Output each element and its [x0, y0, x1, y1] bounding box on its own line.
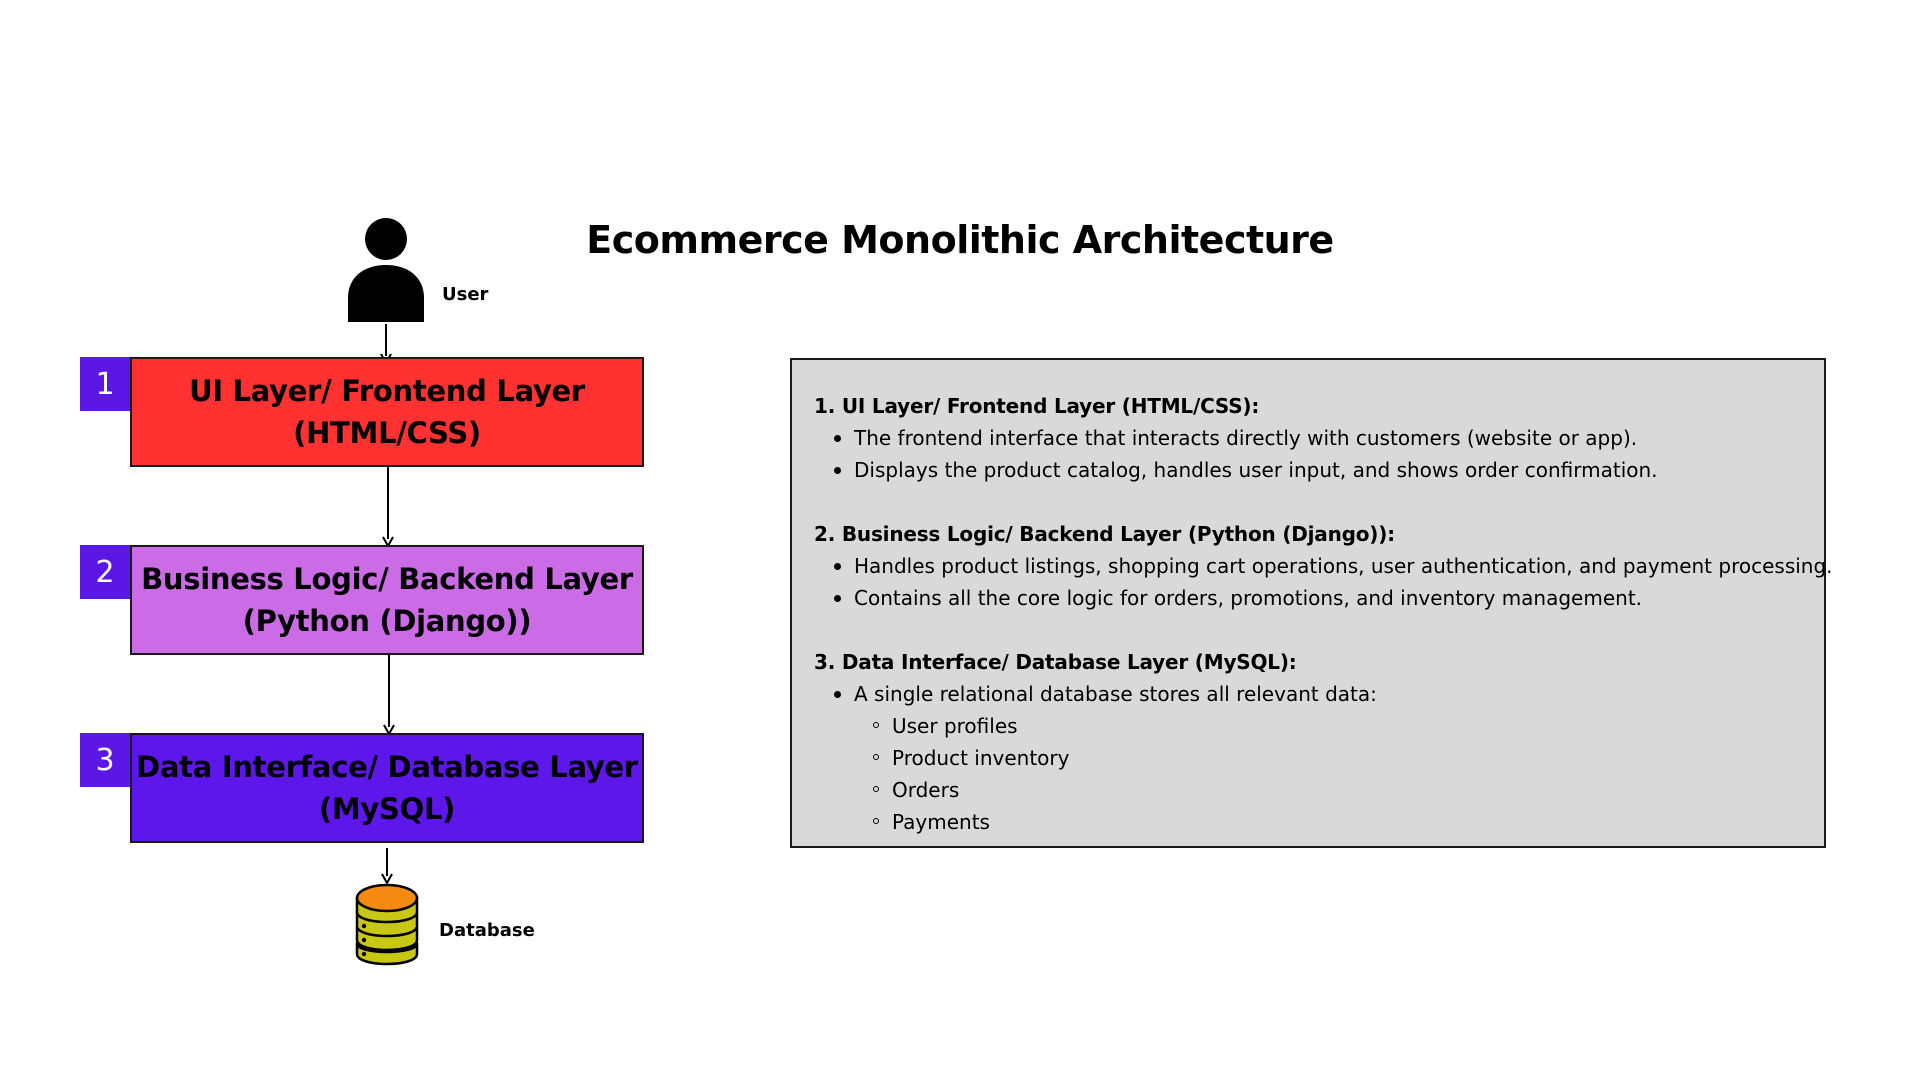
database-icon: [355, 883, 419, 966]
data-layer-title: Data Interface/ Database Layer: [136, 750, 638, 784]
bullet-item: Displays the product catalog, handles us…: [814, 454, 1824, 486]
description-panel: 1. UI Layer/ Frontend Layer (HTML/CSS): …: [790, 358, 1833, 848]
ui-layer-tech: (HTML/CSS): [293, 416, 481, 450]
section-data-layer: 3. Data Interface/ Database Layer (MySQL…: [814, 646, 1824, 838]
section-ui-layer: 1. UI Layer/ Frontend Layer (HTML/CSS): …: [814, 390, 1824, 486]
business-layer-tech: (Python (Django)): [242, 604, 532, 638]
arrow-data-to-database: [381, 848, 393, 884]
bullet-item: Contains all the core logic for orders, …: [814, 582, 1824, 614]
data-layer-box: Data Interface/ Database Layer (MySQL): [130, 733, 644, 843]
layer-3-badge: 3: [80, 733, 130, 787]
sub-bullet-item: User profiles: [814, 710, 1824, 742]
sub-bullet-item: Payments: [814, 806, 1824, 838]
bullet-item: A single relational database stores all …: [814, 678, 1824, 710]
bullet-item: The frontend interface that interacts di…: [814, 422, 1824, 454]
layer-1-badge: 1: [80, 357, 130, 411]
ui-layer-box: UI Layer/ Frontend Layer (HTML/CSS): [130, 357, 644, 467]
business-layer-title: Business Logic/ Backend Layer: [141, 562, 633, 596]
user-icon: [348, 218, 424, 322]
sub-bullet-item: Product inventory: [814, 742, 1824, 774]
section-heading: 2. Business Logic/ Backend Layer (Python…: [814, 522, 1395, 546]
arrow-business-to-data: [383, 655, 395, 735]
section-heading: 1. UI Layer/ Frontend Layer (HTML/CSS):: [814, 394, 1260, 418]
bullet-item: Handles product listings, shopping cart …: [814, 550, 1833, 582]
section-heading: 3. Data Interface/ Database Layer (MySQL…: [814, 650, 1297, 674]
ui-layer-title: UI Layer/ Frontend Layer: [189, 374, 585, 408]
data-layer-tech: (MySQL): [318, 792, 456, 826]
section-business-layer: 2. Business Logic/ Backend Layer (Python…: [814, 518, 1833, 614]
sub-bullet-item: Orders: [814, 774, 1824, 806]
user-label: User: [442, 284, 489, 305]
business-layer-box: Business Logic/ Backend Layer (Python (D…: [130, 545, 644, 655]
arrow-ui-to-business: [382, 467, 394, 547]
database-label: Database: [439, 920, 535, 941]
diagram-title: Ecommerce Monolithic Architecture: [586, 218, 1334, 262]
layer-2-badge: 2: [80, 545, 130, 599]
